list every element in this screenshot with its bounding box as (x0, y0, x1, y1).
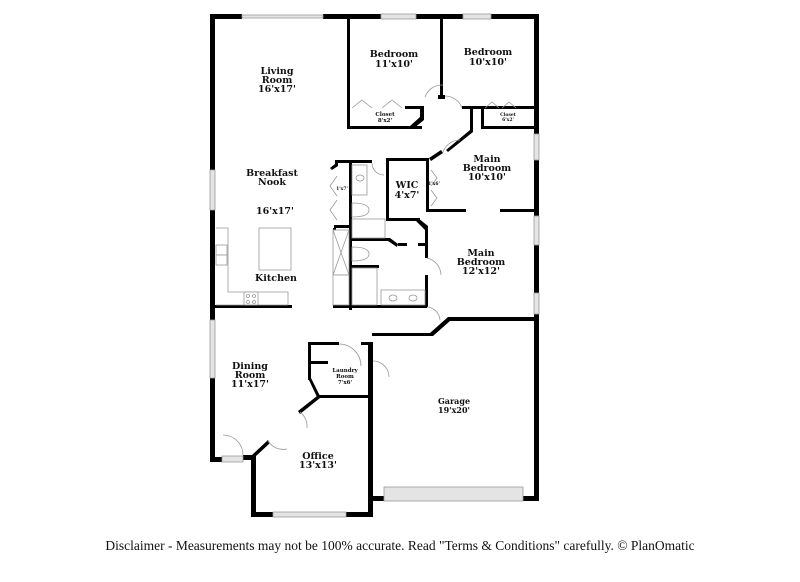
room-name: Garage (438, 396, 470, 406)
room-name: Room (336, 374, 354, 380)
room-name: WIC (395, 180, 419, 191)
interior-walls (215, 17, 536, 457)
room-size: 10'x10' (469, 57, 507, 68)
room-main-bedroom-lower: Main Bedroom 12'x12' (457, 248, 505, 277)
room-size: 1'x7' (336, 186, 348, 192)
kitchen-island (258, 227, 292, 271)
room-name: Main (467, 248, 494, 259)
room-breakfast-nook: Breakfast Nook 16'x17' (246, 168, 298, 217)
toilet-2 (351, 246, 370, 262)
room-size: 11'x10' (375, 59, 413, 70)
room-name: Dining (232, 361, 268, 372)
room-size: 16'x17' (256, 206, 294, 217)
room-bedroom-1: Bedroom 11'x10' (370, 49, 418, 70)
room-bedroom-2: Bedroom 10'x10' (464, 47, 512, 68)
room-size: 6'x2' (502, 117, 514, 123)
room-garage: Garage 19'x20' (438, 396, 470, 415)
room-size: 1'x6' (428, 181, 440, 187)
room-name: Room (235, 370, 266, 381)
room-size: 7'x6' (338, 380, 353, 386)
room-linen-closet: 1'x7' (336, 186, 348, 192)
fixtures (215, 84, 517, 456)
room-size: 12'x12' (462, 266, 500, 277)
room-name: Bedroom (370, 49, 418, 60)
room-closet-1: Closet 8'x2' (375, 112, 395, 124)
room-name: Living (261, 66, 294, 77)
room-name: Closet (375, 112, 395, 118)
disclaimer-text: Disclaimer - Measurements may not be 100… (105, 538, 695, 553)
toilet (351, 202, 370, 218)
room-size: 11'x17' (231, 379, 269, 390)
room-kitchen: Kitchen (255, 273, 297, 284)
exterior-walls (210, 14, 539, 517)
room-size: 8'x2' (378, 118, 393, 124)
room-labels: Living Room 16'x17' Bedroom 11'x10' Bedr… (231, 47, 517, 471)
room-name: Nook (258, 177, 286, 188)
room-name: Office (302, 451, 334, 462)
room-wic-closet: 1'x6' (428, 181, 440, 187)
room-name: Closet (500, 112, 517, 118)
room-size: 16'x17' (258, 84, 296, 95)
room-size: 4'x7' (395, 190, 420, 201)
room-closet-2: Closet 6'x2' (500, 112, 517, 123)
room-name: Bedroom (457, 257, 505, 268)
room-name: Main (473, 154, 500, 165)
bathtub (351, 218, 386, 239)
room-size: 19'x20' (438, 405, 470, 415)
room-name: Bedroom (463, 163, 511, 174)
room-dining-room: Dining Room 11'x17' (231, 361, 269, 390)
room-main-bedroom-upper: Main Bedroom 10'x10' (463, 154, 511, 183)
stove (243, 291, 259, 306)
kitchen-sink (215, 244, 228, 256)
room-name: Breakfast (246, 168, 298, 179)
room-size: 13'x13' (299, 460, 337, 471)
room-name: Bedroom (464, 47, 512, 58)
room-size: 10'x10' (468, 172, 506, 183)
double-vanity (380, 289, 426, 306)
room-wic: WIC 4'x7' (395, 180, 420, 201)
room-office: Office 13'x13' (299, 451, 337, 471)
room-name: Room (262, 75, 293, 86)
bathtub-2 (351, 267, 378, 306)
windows (209, 13, 540, 518)
room-living-room: Living Room 16'x17' (258, 66, 296, 95)
room-name: Laundry (332, 368, 358, 374)
room-name: Kitchen (255, 273, 297, 284)
room-laundry: Laundry Room 7'x6' (332, 368, 358, 386)
